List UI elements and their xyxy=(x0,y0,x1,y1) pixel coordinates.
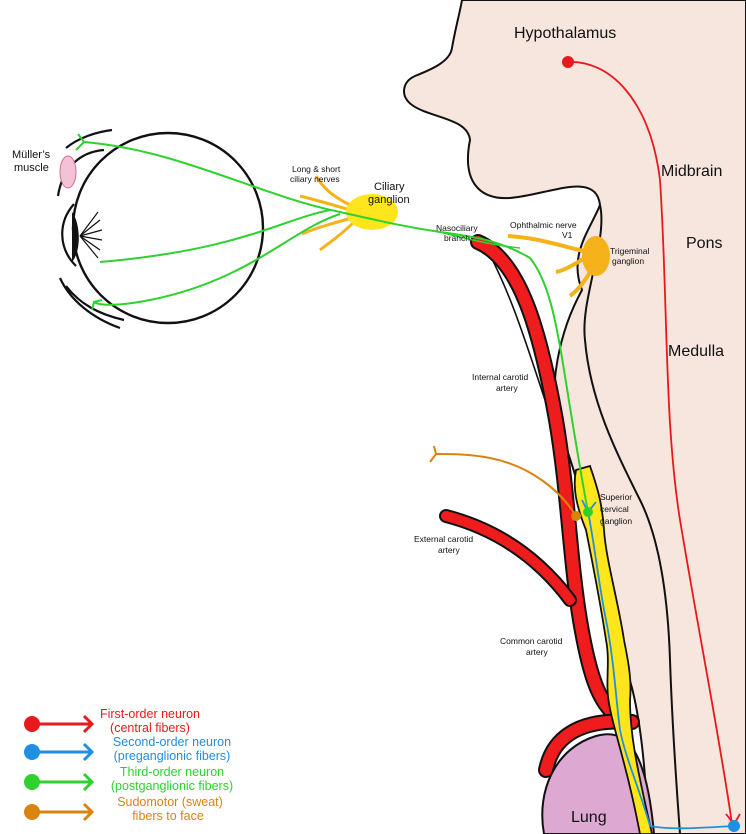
legend-item-second-order: Second-order neuron (preganglionic fiber… xyxy=(24,735,231,763)
label-common-carotid-l2: artery xyxy=(526,647,548,657)
label-ciliary-nerves-l1: Long & short xyxy=(292,164,341,174)
label-superior-cervical-l2: cervical xyxy=(600,504,629,514)
label-lung: Lung xyxy=(571,809,607,826)
legend-label-second-order-l2: (preganglionic fibers) xyxy=(114,749,231,763)
label-internal-carotid-l1: Internal carotid xyxy=(472,372,528,382)
legend-label-third-order-l2: (postganglionic fibers) xyxy=(111,779,233,793)
label-internal-carotid-l2: artery xyxy=(496,383,518,393)
legend-swatch-first-order xyxy=(24,716,40,732)
legend-item-first-order: First-order neuron (central fibers) xyxy=(24,707,200,735)
legend-line-sudomotor xyxy=(38,804,92,820)
legend-swatch-sudomotor xyxy=(24,804,40,820)
second-order-soma xyxy=(728,820,740,832)
legend-line-second-order xyxy=(38,744,92,760)
label-nasociliary-l1: Nasociliary xyxy=(436,223,478,233)
external-carotid-artery xyxy=(446,516,570,600)
trigeminal-ganglion xyxy=(582,236,610,276)
label-external-carotid-l2: artery xyxy=(438,545,460,555)
label-nasociliary-l2: branch xyxy=(444,233,470,243)
eyeball xyxy=(73,133,263,323)
label-ciliary-nerves-l2: ciliary nerves xyxy=(290,174,340,184)
label-midbrain: Midbrain xyxy=(661,163,722,180)
sudomotor-soma xyxy=(571,511,581,521)
label-medulla: Medulla xyxy=(668,343,724,360)
legend-label-sudomotor-l1: Sudomotor (sweat) xyxy=(117,795,223,809)
label-hypothalamus: Hypothalamus xyxy=(514,25,616,42)
label-trigeminal-l2: ganglion xyxy=(612,256,644,266)
legend-label-first-order-l1: First-order neuron xyxy=(100,707,200,721)
legend-item-third-order: Third-order neuron (postganglionic fiber… xyxy=(24,765,233,793)
first-order-soma xyxy=(562,56,574,68)
label-external-carotid-l1: External carotid xyxy=(414,534,473,544)
label-muller-muscle-l2: muscle xyxy=(14,162,49,174)
third-order-soma xyxy=(583,507,593,517)
label-pons: Pons xyxy=(686,235,722,252)
label-superior-cervical-l1: Superior xyxy=(600,492,632,502)
legend-swatch-third-order xyxy=(24,774,40,790)
legend-label-first-order-l2: (central fibers) xyxy=(110,721,190,735)
sudomotor-terminal xyxy=(430,446,436,462)
brainstem xyxy=(404,0,746,834)
legend-label-sudomotor-l2: fibers to face xyxy=(132,809,204,823)
legend-item-sudomotor: Sudomotor (sweat) fibers to face xyxy=(24,795,223,823)
legend-swatch-second-order xyxy=(24,744,40,760)
legend-label-third-order-l1: Third-order neuron xyxy=(120,765,224,779)
legend: First-order neuron (central fibers) Seco… xyxy=(24,707,233,823)
label-ophthalmic-l1: Ophthalmic nerve xyxy=(510,220,577,230)
label-common-carotid-l1: Common carotid xyxy=(500,636,563,646)
muller-muscle xyxy=(60,156,76,188)
label-trigeminal-l1: Trigeminal xyxy=(610,246,649,256)
label-ciliary-ganglion-l1: Ciliary xyxy=(374,181,405,193)
label-superior-cervical-l3: ganglion xyxy=(600,516,632,526)
label-ciliary-ganglion-l2: ganglion xyxy=(368,194,410,206)
legend-line-third-order xyxy=(38,774,92,790)
label-muller-muscle-l1: Müller’s xyxy=(12,149,51,161)
legend-label-second-order-l1: Second-order neuron xyxy=(113,735,231,749)
third-order-terminal-muller xyxy=(76,134,84,150)
legend-line-first-order xyxy=(38,716,92,732)
label-ophthalmic-l2: V1 xyxy=(562,230,573,240)
